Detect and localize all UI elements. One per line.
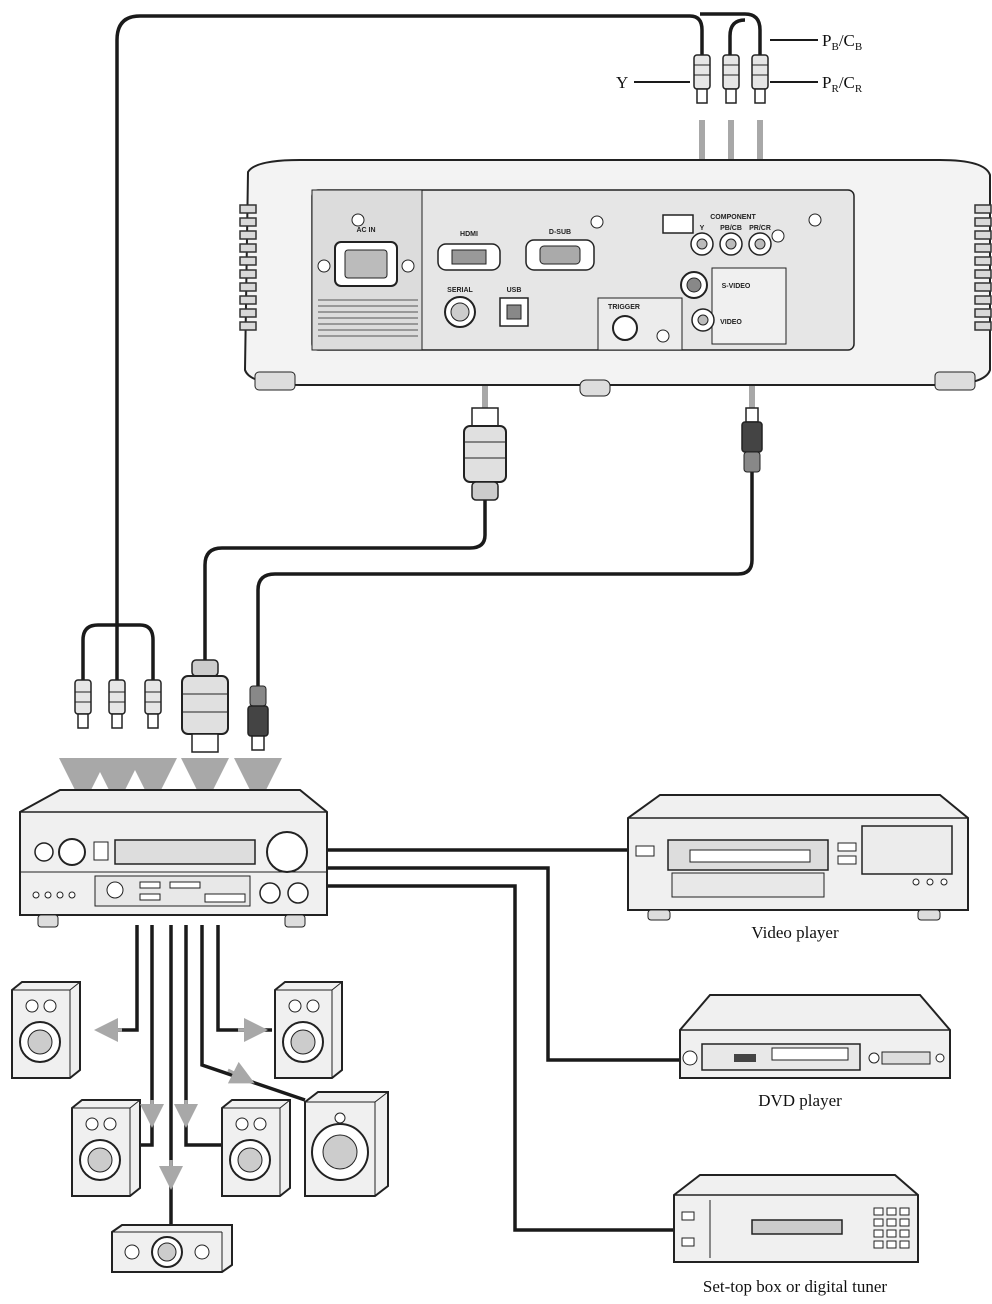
dvd-cable (327, 866, 680, 1062)
arrows-receiver (59, 758, 282, 806)
component-plugs-bottom (74, 679, 162, 729)
speaker-cable-4 (184, 925, 222, 1147)
svideo-plug-bottom (247, 685, 269, 751)
svideo-cable (256, 470, 754, 690)
port-label-y: Y (700, 225, 705, 232)
speaker-front-left (11, 981, 81, 1079)
hdmi-plug-bottom (181, 659, 229, 753)
video-player (627, 794, 969, 921)
settop-cable (327, 884, 675, 1232)
component-pb-cable (728, 18, 746, 55)
subwoofer (304, 1091, 389, 1197)
hdmi-plug-top (463, 407, 507, 501)
component-pr-cable (700, 12, 762, 55)
arrows-speakers (94, 1018, 268, 1190)
label-leaders (634, 39, 818, 83)
settop-box (673, 1174, 919, 1263)
speaker-rear-left (71, 1099, 141, 1197)
caption-video-player: Video player (751, 923, 839, 942)
rca-plug-y-top (693, 54, 711, 104)
speaker-cable-2 (140, 925, 154, 1147)
port-label-component: COMPONENT (710, 214, 756, 221)
speaker-front-right (274, 981, 343, 1079)
port-label-svideo: S-VIDEO (722, 283, 751, 290)
port-label-video: VIDEO (720, 319, 742, 326)
port-label-trigger: TRIGGER (608, 304, 640, 311)
speaker-cable-1 (105, 925, 139, 1032)
cables (81, 12, 762, 1232)
label-pb: PB/CB (822, 31, 862, 53)
rca-plug-pr-top (751, 54, 769, 104)
port-label-ac-in: AC IN (356, 227, 375, 234)
port-label-hdmi: HDMI (460, 231, 478, 238)
component-y-cable (115, 14, 704, 680)
projector: AC IN HDMI D-SUB COMPONENT Y PB/CB PR/CR… (239, 159, 992, 397)
port-label-dsub: D-SUB (549, 229, 571, 236)
rca-plug-pb-top (722, 54, 740, 104)
port-label-pb: PB/CB (720, 225, 742, 232)
speaker-cable-5 (200, 925, 306, 1102)
speaker-cable-6 (216, 925, 272, 1032)
caption-dvd-player: DVD player (758, 1091, 842, 1110)
dvd-player (679, 994, 951, 1079)
component-plugs-top (693, 54, 769, 104)
av-receiver (19, 789, 328, 928)
caption-settop-box: Set-top box or digital tuner (703, 1277, 887, 1296)
label-pr: PR/CR (822, 73, 863, 95)
label-y: Y (616, 73, 628, 92)
hdmi-cable (203, 500, 487, 665)
port-label-usb: USB (507, 287, 522, 294)
port-label-pr: PR/CR (749, 225, 771, 232)
component-loop-left (81, 623, 155, 680)
speaker-center (111, 1224, 233, 1273)
speaker-rear-right (221, 1099, 291, 1197)
svideo-plug-top (741, 407, 763, 473)
port-label-serial: SERIAL (447, 287, 473, 294)
